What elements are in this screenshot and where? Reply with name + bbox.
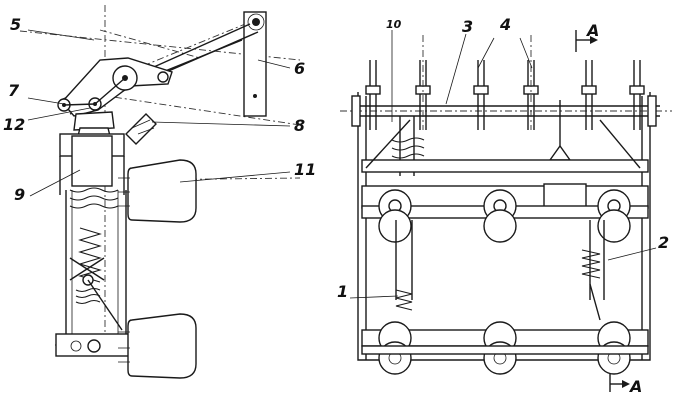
front-view <box>340 30 672 392</box>
label-3: 3 <box>462 17 473 36</box>
lever-arm-6 <box>243 11 267 117</box>
tank-lower <box>127 313 197 379</box>
label-11: 11 <box>294 160 316 179</box>
label-4: 4 <box>499 15 511 34</box>
label-7: 7 <box>8 81 20 100</box>
label-2: 2 <box>658 233 669 252</box>
label-8: 8 <box>294 116 305 135</box>
label-1: 1 <box>337 282 348 301</box>
side-view <box>19 5 301 379</box>
tank-upper <box>127 159 197 223</box>
labels: 5 7 12 9 6 8 11 10 3 4 1 2 A A <box>3 15 669 396</box>
label-10: 10 <box>386 18 402 31</box>
label-6: 6 <box>294 59 305 78</box>
column-9 <box>71 135 113 187</box>
label-9: 9 <box>14 185 25 204</box>
section-mark-bottom: A <box>628 377 642 396</box>
label-12: 12 <box>3 115 25 134</box>
label-5: 5 <box>10 15 21 34</box>
section-mark-top: A <box>585 21 599 40</box>
